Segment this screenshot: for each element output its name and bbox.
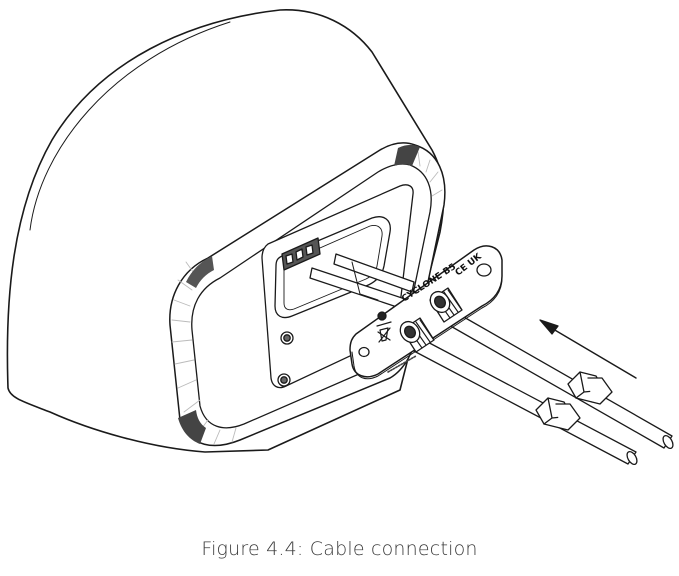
screw-icon (280, 331, 294, 345)
figure-caption: Figure 4.4: Cable connection (201, 538, 478, 560)
recycling-bin-icon (376, 321, 392, 343)
screw-icon (277, 373, 291, 387)
insertion-direction-arrow-icon (539, 319, 637, 379)
gland-nut-lower (535, 397, 581, 431)
mounting-hole-icon (358, 346, 370, 358)
cable-gland-upper (429, 287, 463, 323)
terminal-block (281, 237, 321, 271)
speaker-cables (411, 307, 673, 465)
cable-connection-illustration: CE UK CYCLONE B5 (6, 9, 674, 466)
warning-symbol-icon (377, 311, 387, 321)
gland-nut-upper (567, 371, 613, 405)
speaker-enclosure (6, 9, 446, 453)
mounting-hole-icon (476, 263, 492, 277)
cable-gland-lower (399, 317, 435, 353)
